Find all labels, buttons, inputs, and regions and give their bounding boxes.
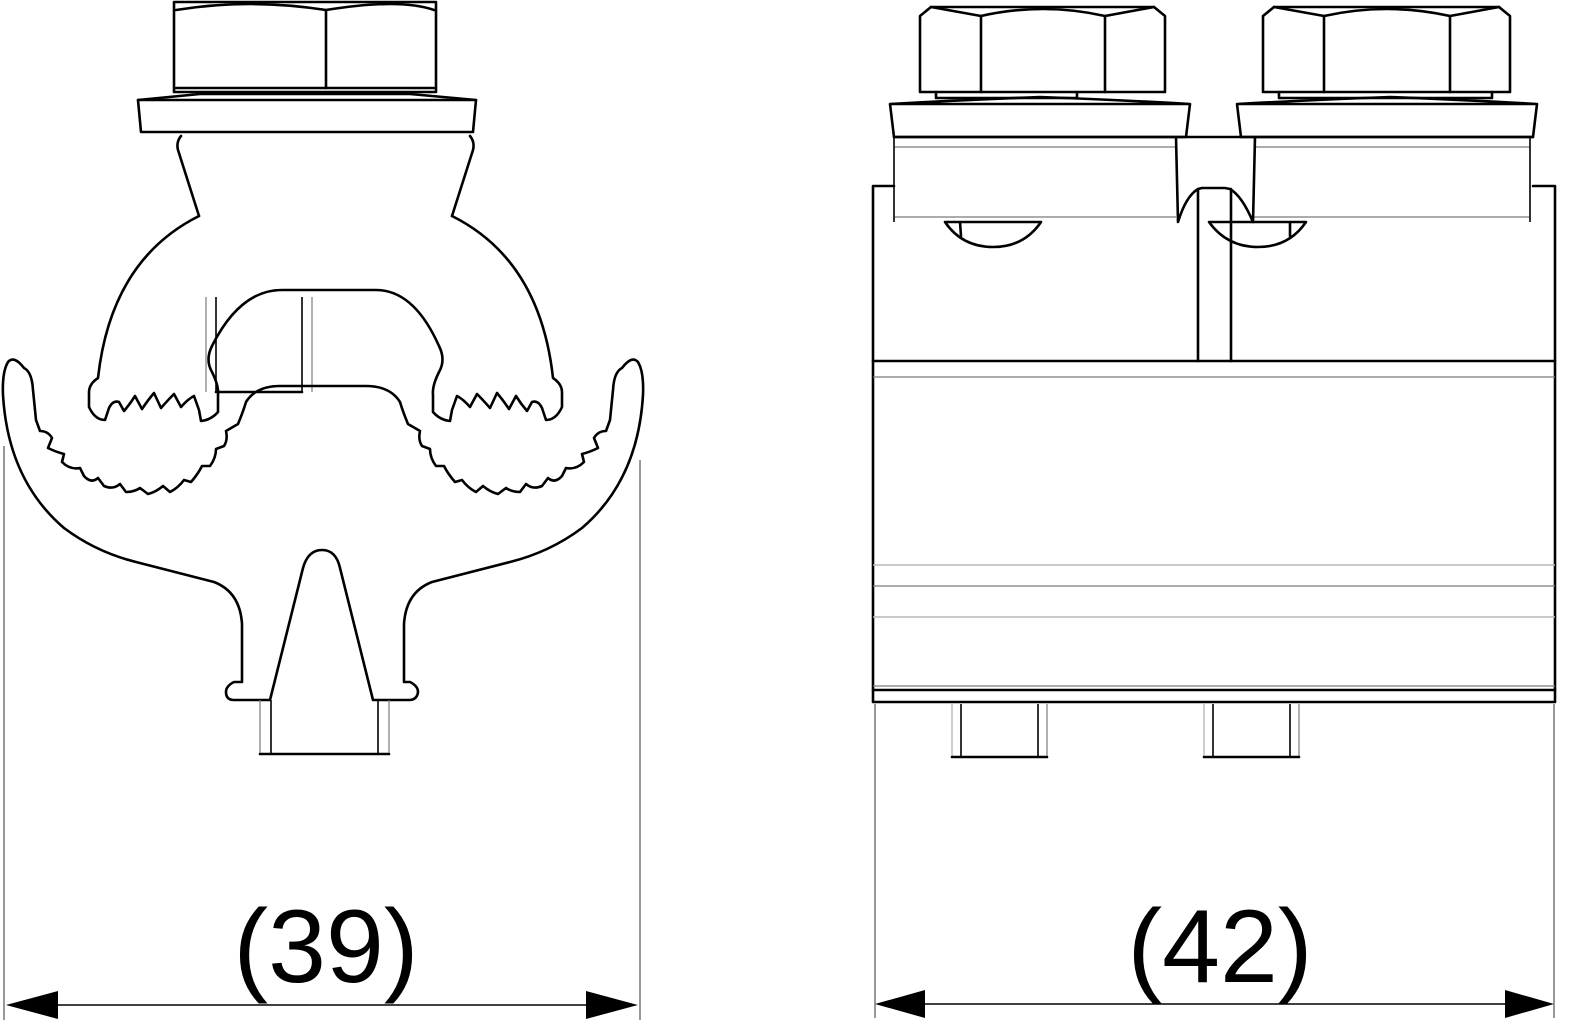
hex-nut-left-icon [918,5,1167,100]
arched-jaw [87,214,564,423]
dimension-label-39: (39) [234,889,419,1005]
upper-block [892,135,1535,224]
bolt-shank [258,700,391,756]
washer-icon [136,92,478,134]
bolt-slot-left [943,220,1043,249]
bolt-slot-right [1207,220,1308,249]
washer-left [888,95,1192,139]
dimension-42: (42) [874,704,1555,1018]
arrow-left-icon [875,990,925,1018]
bolt-housing [176,134,475,218]
lower-saddle [1,358,645,702]
washer-right [1235,95,1539,139]
dimension-label-42: (42) [1128,889,1313,1005]
dimension-39: (39) [3,446,641,1020]
bolt-end-right [1202,704,1301,759]
hex-nut-icon [172,0,438,94]
bolt-channel [205,297,313,394]
arrow-left-icon [6,991,58,1019]
bolt-end-left [950,704,1049,759]
side-view: (39) [1,0,645,1020]
hex-nut-right-icon [1261,5,1512,100]
connector-body [871,184,1557,704]
arrow-right-icon [586,991,638,1019]
front-view: (42) [871,5,1557,1018]
arrow-right-icon [1505,990,1554,1018]
